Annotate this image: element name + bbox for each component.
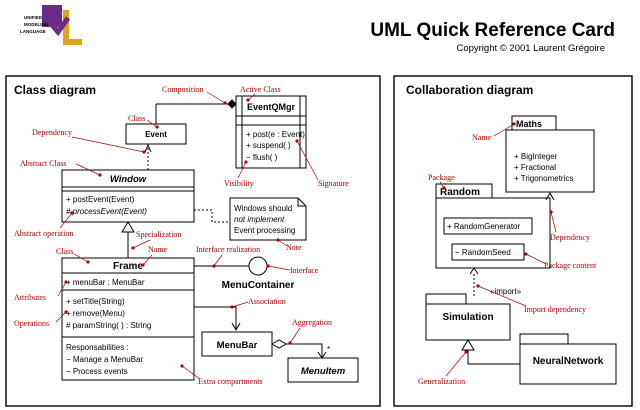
event-class-name: Event [145,130,167,139]
simulation-package [425,293,511,341]
aggregation-multiplicity: * [327,345,330,354]
menubar-class [201,331,273,357]
maths-item-2: + Fractional [514,163,556,172]
eventqmgr-class [235,95,307,169]
import-arrowhead [469,267,479,275]
logo-word-1: UNIFIED [24,15,43,20]
ann-import-dependency: Import dependency [524,305,586,314]
class-diagram-annotations: Composition Active Class Class Dependenc… [14,85,349,386]
ann-generalization: Generalization [418,377,465,386]
ann-aggregation: Aggregation [292,318,332,327]
collab-annotations: Name Package Dependency Package content … [418,122,597,386]
ann-package-content: Package content [544,261,597,270]
ann-composition: Composition [162,85,203,94]
maths-item-1: + BigInteger [514,152,558,161]
generalization-triangle [121,221,135,233]
ann-attributes: Attributes [14,293,46,302]
note-line-3: Event processing [234,226,295,235]
collaboration-diagram-title: Collaboration diagram [406,83,533,97]
logo-m-shape [46,16,71,37]
frame-op-settitle: + setTitle(String) [66,297,125,306]
ann-interface: Interface [290,266,319,275]
frame-extra-title: Responsabilities : [66,343,129,352]
frame-attr-menubar: + menuBar : MenuBar [66,278,145,287]
frame-class [61,257,195,381]
association-line [194,306,237,330]
uml-logo: UNIFIED MODELING LANGUAGE [20,5,82,45]
collab-generalization-triangle [461,339,475,351]
neuralnetwork-name: NeuralNetwork [533,356,604,367]
ann-association: Association [248,297,286,306]
random-item-1: + RandomGenerator [447,222,520,231]
window-op-processevent: # processEvent(Event) [66,207,147,216]
note-anchor-line [194,209,230,223]
ann-abstract-operation: Abstract operation [14,229,73,238]
ann-signature: Signature [318,179,349,188]
association-arrowhead [231,322,241,332]
collab-dependency-arrowhead [545,191,555,201]
ann-active-class: Active Class [240,85,281,94]
eventqmgr-op-suspend: + suspend( ) [246,141,291,150]
menucontainer-name: MenuContainer [222,280,295,291]
maths-package [505,115,595,193]
ann-class-frame: Class [56,247,73,256]
import-stereotype: «import» [490,287,522,296]
composition-diamond [227,99,237,109]
eventqmgr-name: EventQMgr [247,102,296,112]
ann-collab-name: Name [472,133,492,142]
collab-generalization-line [467,350,520,365]
ann-class-top: Class [128,114,145,123]
copyright: Copyright © 2001 Laurent Grégoire [456,43,605,54]
ann-collab-package: Package [428,173,455,182]
random-name: Random [440,187,480,198]
note-box [229,197,307,241]
random-item-2: − RandomSeed [455,248,511,257]
ann-abstract-class: Abstract Class [20,159,66,168]
ann-collab-dependency: Dependency [550,233,590,242]
maths-name: Maths [516,119,542,129]
simulation-name: Simulation [442,312,493,323]
maths-item-3: + Trigonometrics [514,174,573,183]
menuitem-class-name: MenuItem [301,366,346,377]
dependency-arrowhead [144,143,152,153]
window-op-postevent: + postEvent(Event) [66,195,135,204]
logo-word-3: LANGUAGE [20,29,46,34]
frame-extra-1: − Manage a MenuBar [66,355,143,364]
eventqmgr-op-flush: − flush( ) [246,153,278,162]
ann-interface-realization: Interface realization [196,245,260,254]
frame-class-name: Frame [113,261,143,272]
aggregation-diamond [270,339,288,349]
logo-l-shape [63,10,82,45]
ann-specialization: Specialization [136,230,181,239]
page-title: UML Quick Reference Card [370,20,615,41]
window-class-name: Window [110,174,147,185]
ann-extra-compartments: Extra compartments [198,377,263,386]
frame-op-remove: + remove(Menu) [66,309,125,318]
logo-word-2: MODELING [24,22,49,27]
ann-visibility: Visibility [224,179,254,188]
frame-extra-2: − Process events [66,367,128,376]
collaboration-diagram-panel [393,75,633,407]
ann-note: Note [286,243,302,252]
aggregation-line [286,343,323,358]
ann-name: Name [148,245,168,254]
class-diagram-title: Class diagram [14,83,96,97]
ann-dependency: Dependency [32,128,72,137]
eventqmgr-op-post: + post(e : Event) [246,130,305,139]
menubar-class-name: MenuBar [217,340,258,351]
class-diagram-panel [5,75,381,407]
dependency-line [147,147,150,170]
neuralnetwork-package [519,333,617,385]
frame-op-paramstring: # paramString( ) : String [66,321,151,330]
menucontainer-interface-circle [248,256,268,276]
menuitem-class [287,357,359,383]
note-line-2: not implement [234,215,285,224]
ann-operations: Operations [14,319,49,328]
note-line-1: Windows should [234,204,292,213]
